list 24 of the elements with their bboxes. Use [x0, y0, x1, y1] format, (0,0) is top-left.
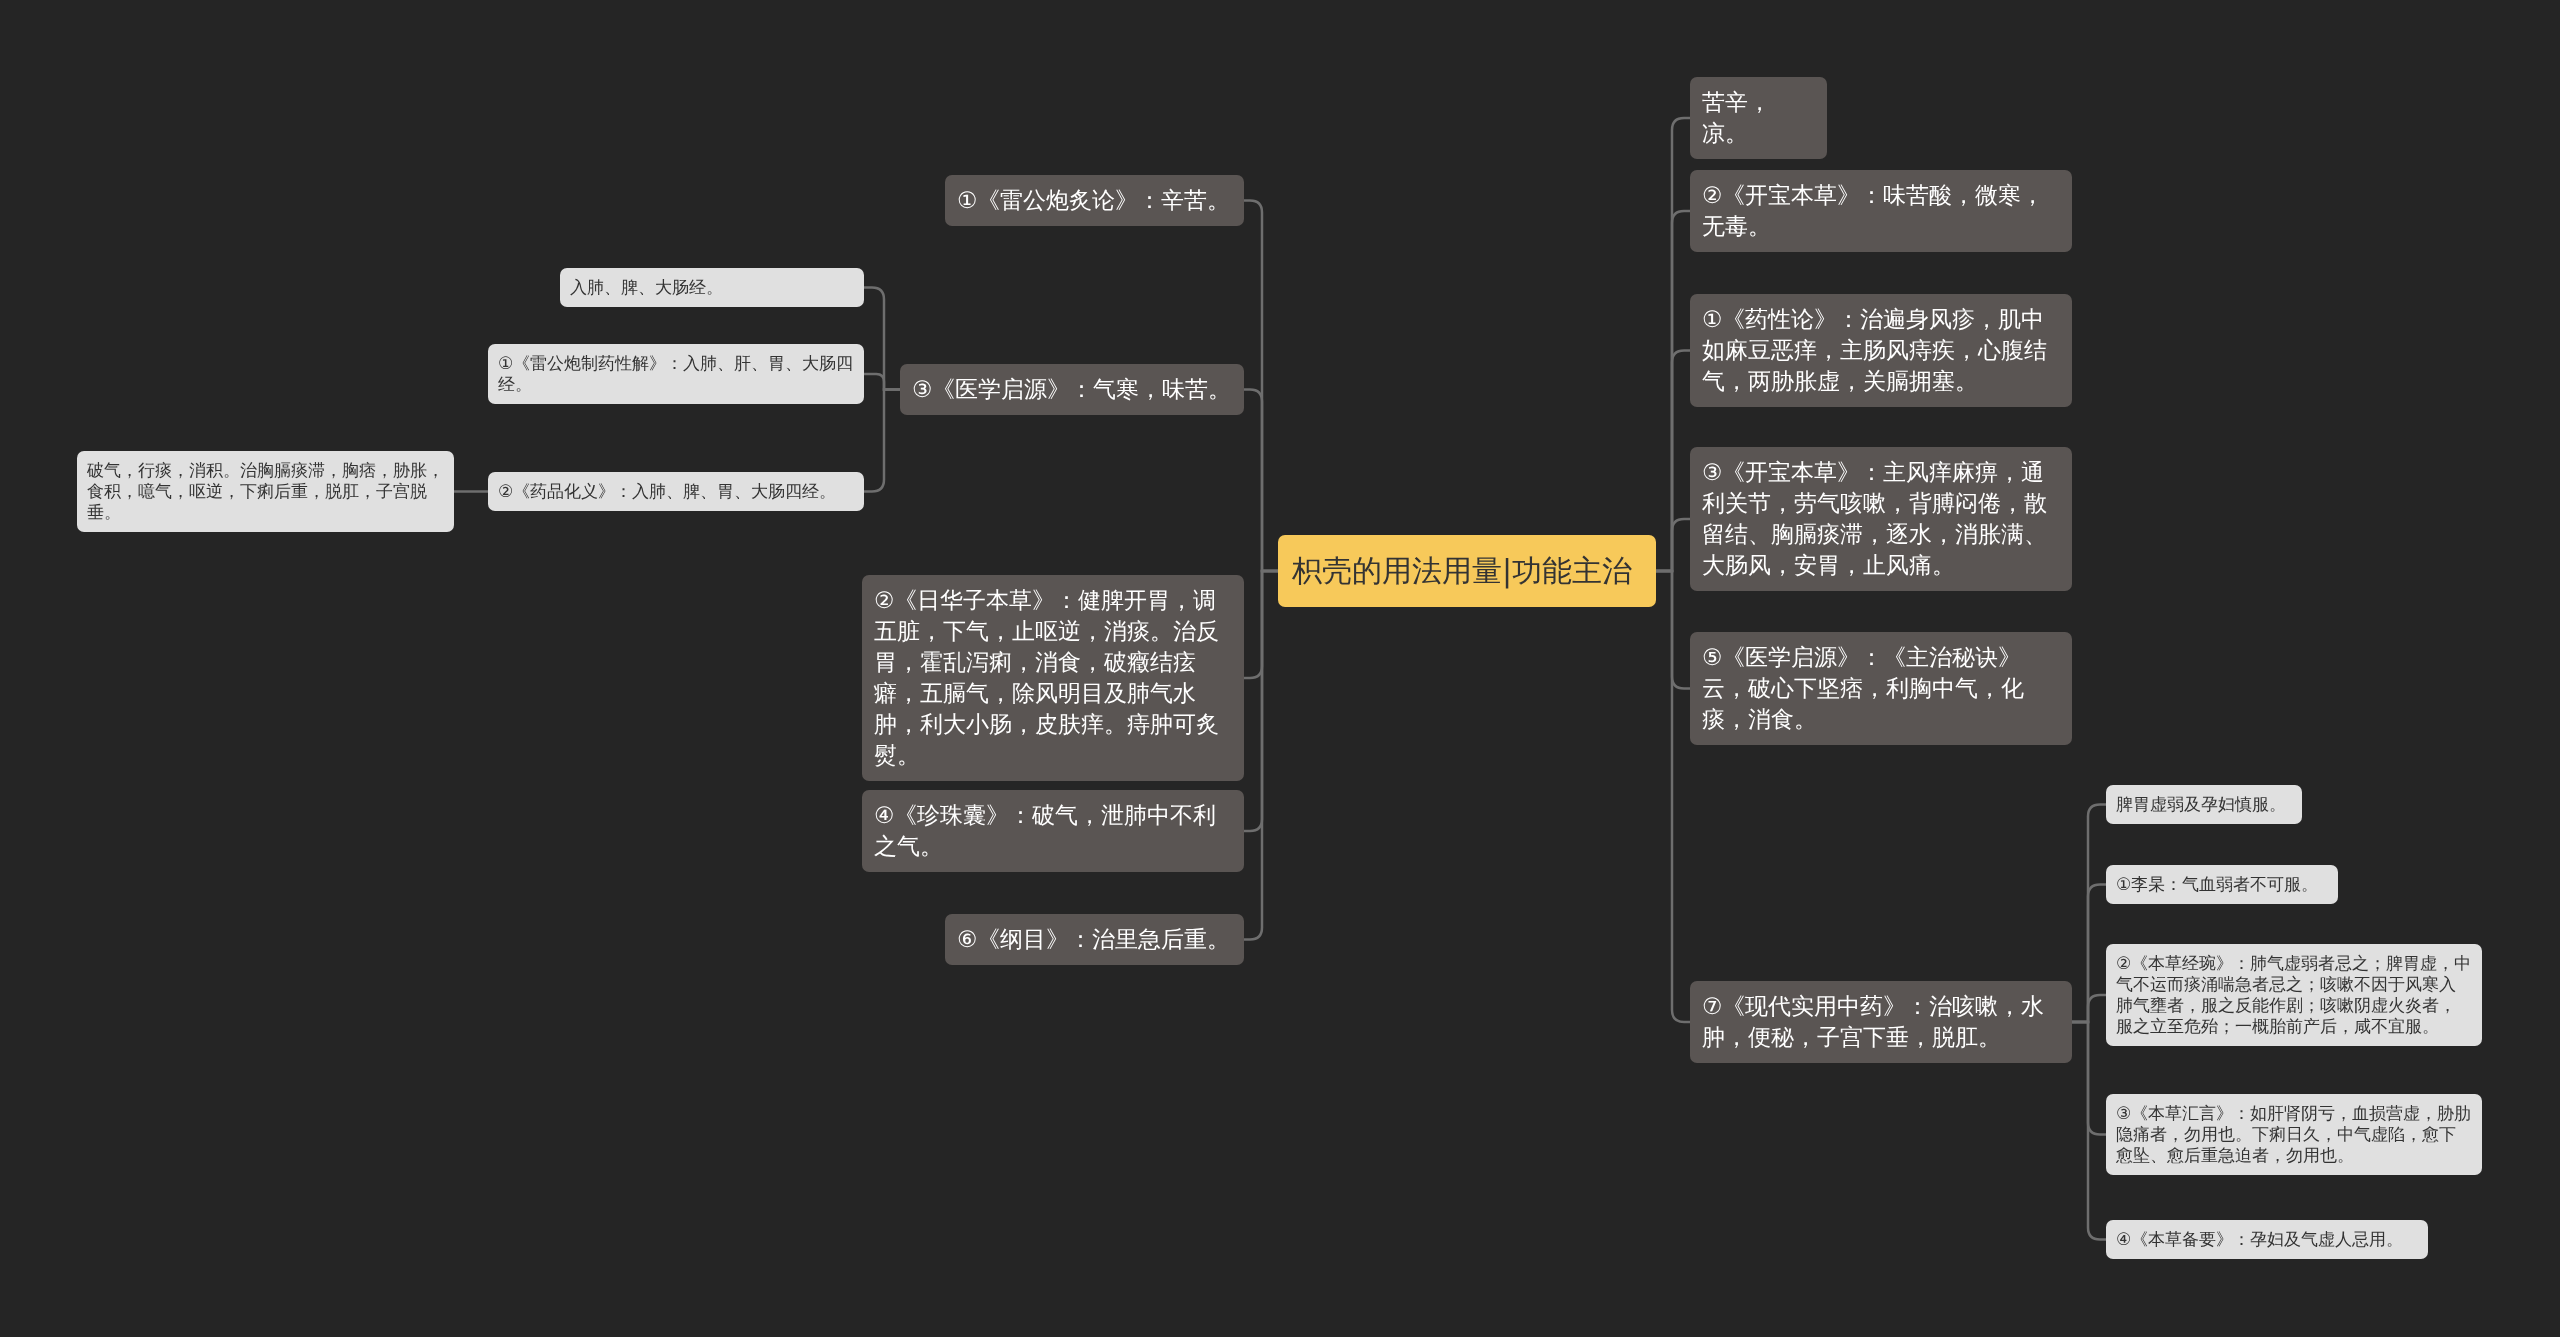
topic-box: ②《开宝本草》：味苦酸，微寒，无毒。 — [1690, 170, 2072, 252]
connector-line — [1656, 569, 1690, 1024]
topic-box: ⑤《医学启源》：《主治秘诀》云，破心下坚痞，利胸中气，化痰，消食。 — [1690, 632, 2072, 745]
topic-box: ⑥《纲目》：治里急后重。 — [945, 914, 1244, 965]
topic-box: ①《药性论》：治遍身风疹，肌中如麻豆恶痒，主肠风痔疾，心腹结气，两胁胀虚，关膈拥塞。 — [1690, 294, 2072, 407]
central-topic-box: 枳壳的用法用量|功能主治 — [1278, 535, 1656, 607]
topic-box: ③《开宝本草》：主风痒麻痹，通利关节，劳气咳嗽，背膊闷倦，散留结、胸膈痰滞，逐水，消胀满、大肠风，安胃，止风痛。 — [1690, 447, 2072, 591]
connector-line — [864, 388, 900, 493]
connector-line — [454, 490, 488, 493]
topic-box: ①《雷公炮炙论》：辛苦。 — [945, 175, 1244, 226]
subtopic-box: ①《雷公炮制药性解》：入肺、肝、胃、大肠四经。 — [488, 344, 864, 404]
subtopic-box: ①李杲：气血弱者不可服。 — [2106, 865, 2338, 904]
subtopic-box: ③《本草汇言》：如肝肾阴亏，血损营虚，胁肋隐痛者，勿用也。下痢日久，中气虚陷，愈下愈坠、愈后重急迫者，勿用也。 — [2106, 1094, 2482, 1175]
topic-box: ③《医学启源》：气寒，味苦。 — [900, 364, 1244, 415]
topic-box: 苦辛，凉。 — [1690, 77, 1827, 159]
subtopic-box: 入肺、脾、大肠经。 — [560, 268, 864, 307]
subtopic-box: ②《药品化义》：入肺、脾、胃、大肠四经。 — [488, 472, 864, 511]
subtopic-box: ②《本草经琬》：肺气虚弱者忌之；脾胃虚，中气不运而痰涌喘急者忌之；咳嗽不因于风寒入肺气壅者，服之反能作剧；咳嗽阴虚火炎者，服之立至危殆；一概胎前产后，咸不宜服。 — [2106, 944, 2482, 1046]
subtopic-box: 破气，行痰，消积。治胸膈痰滞，胸痞，胁胀，食积，噫气，呕逆，下痢后重，脱肛，子宫脱垂。 — [77, 451, 454, 532]
topic-box: ⑦《现代实用中药》：治咳嗽，水肿，便秘，子宫下垂，脱肛。 — [1690, 981, 2072, 1063]
topic-box: ④《珍珠囊》：破气，泄肺中不利之气。 — [862, 790, 1244, 872]
topic-box: ②《日华子本草》：健脾开胃，调五脏，下气，止呕逆，消痰。治反胃，霍乱泻痢，消食，破癥结痃癖，五膈气，除风明目及肺气水肿，利大小肠，皮肤痒。痔肿可炙熨。 — [862, 575, 1244, 781]
subtopic-box: ④《本草备要》：孕妇及气虚人忌用。 — [2106, 1220, 2428, 1259]
subtopic-box: 脾胃虚弱及孕妇慎服。 — [2106, 785, 2302, 824]
